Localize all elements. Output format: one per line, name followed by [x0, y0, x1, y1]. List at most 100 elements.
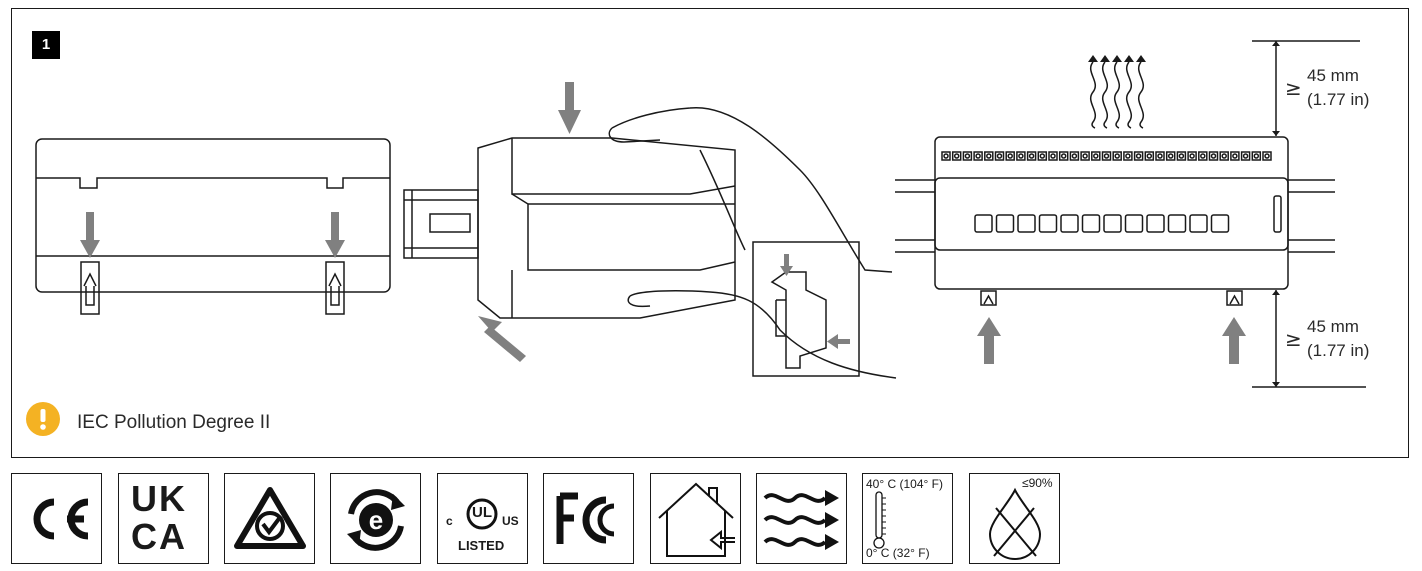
terminal-screw-head	[1167, 153, 1174, 159]
terminal-screw	[973, 151, 983, 161]
mounting-arrows	[478, 82, 850, 362]
terminal-screw-head	[1050, 153, 1056, 159]
terminal-screw	[994, 151, 1005, 161]
channel-button	[995, 214, 1015, 233]
terminal-screw	[1048, 151, 1058, 161]
terminal-screw	[1080, 151, 1090, 161]
thermometer-icon	[873, 491, 886, 549]
terminal-screw-head	[1007, 153, 1013, 159]
terminal-screw-head	[1071, 153, 1078, 159]
terminal-screw	[1133, 151, 1144, 161]
culus-mark: c UL US LISTED	[437, 473, 528, 564]
temperature-min: 0° C (32° F)	[866, 546, 930, 560]
ventilation-mark	[756, 473, 847, 564]
ukca-mark: UK CA	[118, 473, 209, 564]
terminal-screw-head	[1264, 153, 1270, 159]
ce-mark	[11, 473, 102, 564]
terminal-screw-head	[1200, 153, 1206, 159]
terminal-screw	[1230, 151, 1240, 161]
terminal-screw	[1037, 151, 1048, 161]
terminal-screw	[1198, 151, 1208, 161]
rcm-icon	[234, 487, 306, 549]
fcc-mark	[543, 473, 634, 564]
channel-button	[1210, 214, 1230, 233]
rcm-mark	[224, 473, 315, 564]
ce-icon	[33, 498, 89, 540]
channel-button	[1038, 214, 1058, 233]
terminal-screw-head	[1039, 153, 1046, 159]
terminal-screw	[1112, 151, 1122, 161]
terminal-screw	[1123, 151, 1133, 161]
terminal-screw-head	[1125, 153, 1131, 159]
terminal-screw-head	[953, 153, 960, 159]
terminal-screw	[1262, 151, 1272, 161]
terminal-screw	[1208, 151, 1219, 161]
culus-listed: LISTED	[458, 538, 505, 553]
terminal-screw-head	[964, 153, 971, 159]
channel-button	[1146, 214, 1165, 233]
channel-button	[1081, 214, 1101, 233]
module-mounting-view	[403, 107, 897, 379]
terminal-screw	[1155, 151, 1165, 161]
terminal-screw-head	[1146, 153, 1153, 159]
ukca-line2: CA	[131, 516, 187, 557]
culus-ul: UL	[472, 504, 492, 521]
clearance-top-imperial: (1.77 in)	[1307, 90, 1370, 109]
channel-button	[1103, 214, 1122, 233]
terminal-screw-head	[1232, 153, 1238, 159]
terminal-screw	[1005, 151, 1015, 161]
heat-wave-arrowheads	[1088, 41, 1280, 387]
terminal-screw	[1165, 151, 1176, 161]
terminal-screw	[1240, 151, 1251, 161]
clearance-top-value: 45 mm	[1307, 66, 1359, 85]
ul-icon	[466, 498, 498, 530]
terminal-screw	[1091, 151, 1101, 161]
ukca-line1: UK	[131, 478, 187, 519]
terminal-screw-head	[1114, 153, 1120, 159]
terminal-screw	[1219, 151, 1229, 161]
e-recycle-mark: e	[330, 473, 421, 564]
pollution-degree-note: IEC Pollution Degree II	[77, 412, 271, 433]
step-badge: 1	[32, 31, 60, 59]
indoor-use-mark	[650, 473, 741, 564]
terminal-screw	[962, 151, 973, 161]
terminal-screw	[1144, 151, 1155, 161]
terminal-screw	[941, 151, 951, 161]
terminal-screw	[951, 151, 962, 161]
terminal-screw-head	[1189, 153, 1195, 159]
clearance-top-symbol: ≥	[1285, 76, 1302, 100]
terminal-screw	[1101, 151, 1112, 161]
clearance-bottom-symbol: ≥	[1285, 327, 1302, 351]
terminal-screw-head	[1253, 153, 1260, 159]
terminal-screw-head	[975, 153, 981, 159]
terminal-screw-head	[1082, 153, 1088, 159]
terminal-screw-head	[1103, 153, 1110, 159]
temperature-mark: 40° C (104° F) 0° C (32° F)	[862, 473, 953, 564]
channel-button	[1167, 214, 1187, 233]
terminal-screw-head	[1157, 153, 1163, 159]
clearance-arrows	[977, 317, 1246, 364]
humidity-mark: ≤90%	[969, 473, 1060, 564]
channel-button	[1124, 214, 1144, 233]
terminal-screw-head	[1135, 153, 1142, 159]
terminal-screw	[1016, 151, 1026, 161]
terminal-screw-head	[986, 153, 992, 159]
recycle-e-icon: e	[347, 489, 405, 551]
terminal-screw-head	[996, 153, 1003, 159]
terminal-screw-head	[1093, 153, 1099, 159]
terminal-screw-head	[943, 153, 949, 159]
terminal-screw	[1069, 151, 1080, 161]
terminal-screw	[1176, 151, 1187, 161]
terminal-screw	[1026, 151, 1037, 161]
fcc-icon	[556, 492, 615, 544]
terminal-screw	[1251, 151, 1262, 161]
terminal-screw-head	[1242, 153, 1249, 159]
humidity-icon	[988, 487, 1042, 560]
terminal-screw-head	[1028, 153, 1035, 159]
installation-drawing	[35, 40, 1366, 388]
installation-panel	[11, 8, 1409, 458]
channel-button	[1189, 214, 1208, 233]
terminal-screw	[984, 151, 994, 161]
culus-us: US	[502, 514, 519, 528]
recycle-e-letter: e	[369, 505, 383, 535]
